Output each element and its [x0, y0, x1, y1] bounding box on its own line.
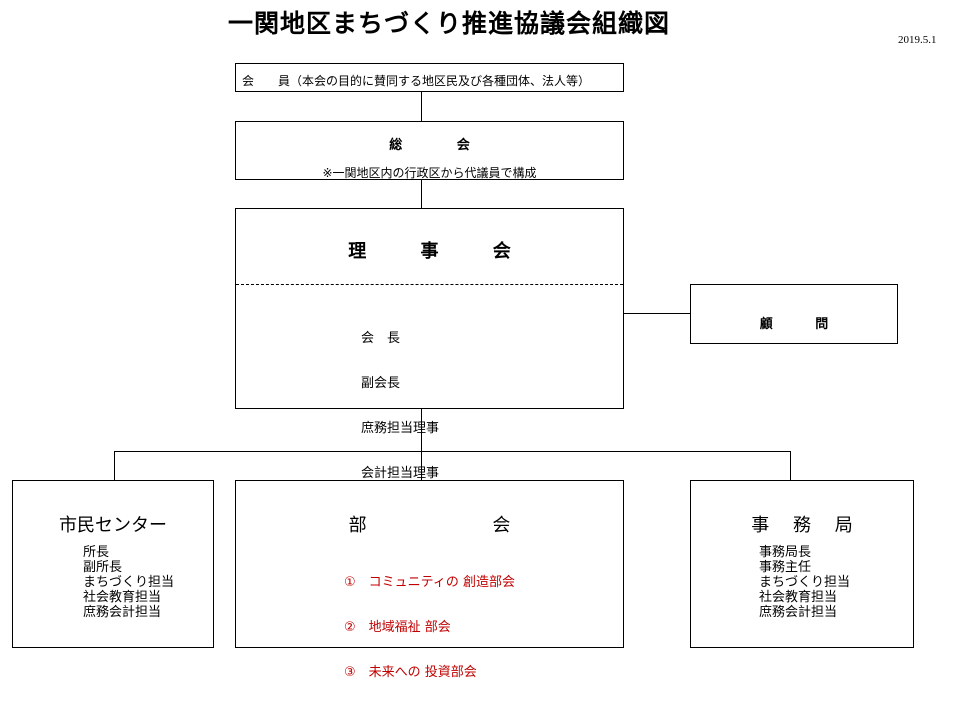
- board-role: 会計担当理事: [361, 466, 440, 481]
- advisor-box: 顧 問: [690, 284, 898, 344]
- board-box: 理 事 会 会 長 副会長 庶務担当理事 会計担当理事 理事 監事: [235, 208, 624, 571]
- general-assembly-title: 総 会: [389, 138, 470, 153]
- connector-citizen-center: [114, 451, 115, 480]
- members-box: 会 員（本会の目的に賛同する地区民及び各種団体、法人等）: [235, 63, 624, 92]
- board-role: 庶務担当理事: [361, 421, 440, 436]
- citizen-center-role: 社会教育担当: [83, 590, 162, 605]
- secretariat-box: 事 務 局 事務局長 事務主任 まちづくり担当 社会教育担当 庶務会計担当: [690, 480, 914, 648]
- secretariat-role: 社会教育担当: [759, 590, 838, 605]
- secretariat-role: 事務局長: [759, 545, 812, 560]
- connector-subcommittees: [421, 451, 422, 480]
- connector-members-assembly: [421, 92, 422, 121]
- board-title: 理 事 会: [348, 241, 511, 262]
- secretariat-role: まちづくり担当: [759, 575, 851, 590]
- citizen-center-box: 市民センター 所長 副所長 まちづくり担当 社会教育担当 庶務会計担当: [12, 480, 214, 648]
- connector-board-advisor: [624, 313, 690, 314]
- connector-horizontal-bus: [114, 451, 791, 452]
- subcommittee-item: ③ 未来への 投資部会: [344, 665, 477, 680]
- citizen-center-role: まちづくり担当: [83, 575, 175, 590]
- subcommittee-item: ② 地域福祉 部会: [344, 620, 451, 635]
- general-assembly-box: 総 会 ※一関地区内の行政区から代議員で構成: [235, 121, 624, 180]
- advisor-title: 顧 問: [759, 317, 829, 332]
- date-label: 2019.5.1: [898, 34, 937, 46]
- connector-assembly-board: [421, 180, 422, 208]
- secretariat-role: 庶務会計担当: [759, 605, 838, 620]
- citizen-center-title: 市民センター: [59, 515, 167, 536]
- subcommittee-list: ① コミュニティの 創造部会 ② 地域福祉 部会 ③ 未来への 投資部会: [344, 545, 515, 710]
- subcommittee-item: ① コミュニティの 創造部会: [344, 575, 516, 590]
- board-role: 会 長: [361, 331, 401, 346]
- members-label: 会 員（本会の目的に賛同する地区民及び各種団体、法人等）: [242, 74, 591, 88]
- board-role: 副会長: [361, 376, 401, 391]
- citizen-center-role: 副所長: [83, 560, 123, 575]
- citizen-center-role: 所長: [83, 545, 110, 560]
- general-assembly-note: ※一関地区内の行政区から代議員で構成: [322, 166, 537, 180]
- citizen-center-role: 庶務会計担当: [83, 605, 162, 620]
- board-divider: [236, 284, 623, 285]
- secretariat-title: 事 務 局: [751, 515, 853, 536]
- page-title: 一関地区まちづくり推進協議会組織図: [228, 9, 671, 38]
- subcommittees-box: 部 会 ① コミュニティの 創造部会 ② 地域福祉 部会 ③ 未来への 投資部会: [235, 480, 624, 680]
- connector-secretariat: [790, 451, 791, 480]
- secretariat-role: 事務主任: [759, 560, 812, 575]
- subcommittees-title: 部 会: [348, 515, 511, 536]
- secretariat-role-list: 事務局長 事務主任 まちづくり担当 社会教育担当 庶務会計担当: [759, 545, 850, 620]
- citizen-center-role-list: 所長 副所長 まちづくり担当 社会教育担当 庶務会計担当: [83, 545, 174, 620]
- connector-board-branch: [421, 409, 422, 451]
